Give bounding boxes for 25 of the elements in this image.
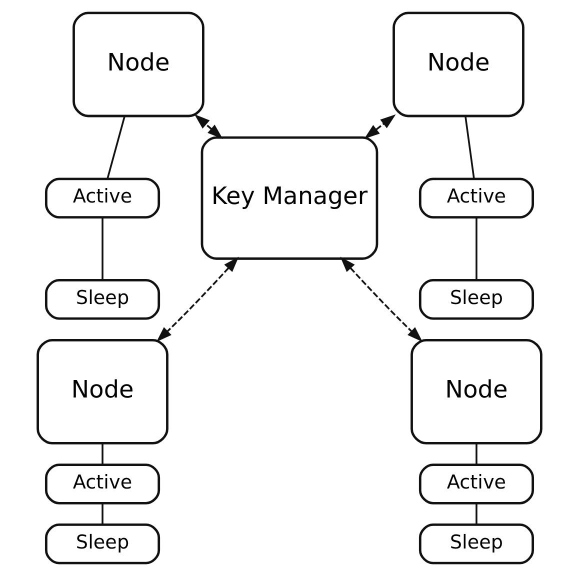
node-box: Node — [392, 12, 524, 118]
connector — [106, 116, 126, 180]
arrow — [194, 114, 223, 140]
node-box: Sleep — [418, 524, 534, 564]
connector — [476, 503, 478, 524]
node-box: Sleep — [44, 524, 160, 564]
connector — [464, 116, 475, 180]
node-box: Key Manager — [200, 136, 378, 260]
node-box: Active — [418, 178, 534, 218]
arrow — [364, 114, 396, 139]
connector — [102, 444, 104, 465]
node-box: Sleep — [44, 279, 160, 320]
connector — [102, 217, 104, 280]
node-box: Node — [36, 338, 168, 444]
connector — [476, 217, 478, 280]
node-box: Sleep — [418, 279, 534, 320]
node-box: Active — [418, 464, 534, 504]
node-box: Active — [44, 464, 160, 504]
connector — [476, 444, 478, 465]
node-box: Node — [410, 338, 542, 444]
node-box: Active — [44, 178, 160, 218]
node-box: Node — [72, 12, 204, 118]
connector — [102, 503, 104, 524]
arrow — [156, 256, 239, 342]
arrow — [340, 256, 423, 342]
